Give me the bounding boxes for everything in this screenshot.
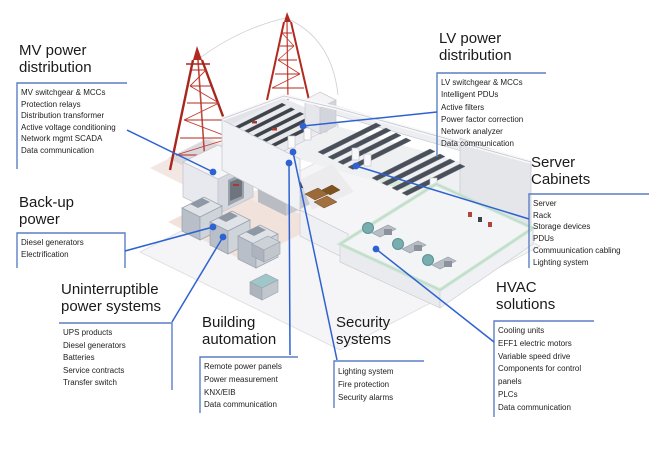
apron-cabinets — [249, 235, 281, 301]
callout-items-mv-power: MV switchgear & MCCs Protection relays D… — [21, 87, 127, 156]
list-item: Batteries — [63, 353, 95, 363]
connector-dot-security — [289, 148, 297, 156]
callout-items-ups: UPS products Diesel generators Batteries… — [63, 327, 171, 390]
callout-title-backup-power: Back-up power — [19, 194, 75, 228]
bracket-ups — [59, 322, 173, 390]
bracket-mv-power — [16, 82, 127, 169]
bracket-hvac — [493, 320, 594, 417]
callout-items-building-automation: Remote power panels Power measurement KN… — [204, 361, 300, 412]
callout-items-backup-power: Diesel generators Electrification — [21, 237, 125, 261]
connector-dot-mv — [209, 168, 217, 176]
list-item: Fire protection — [338, 380, 390, 390]
connector-dot-ups — [219, 233, 227, 241]
connector-line-building-automation — [288, 162, 291, 356]
callout-title-server-cabinets: Server Cabinets — [531, 154, 591, 188]
list-item: Commuunication cabling — [533, 245, 621, 255]
main-building — [221, 91, 532, 261]
list-item: LV switchgear & MCCs — [441, 78, 523, 87]
list-item: Data communication — [498, 402, 571, 412]
power-line — [196, 17, 287, 61]
callout-title-building-automation: Building automation — [202, 314, 277, 348]
list-item: Distribution transformer — [21, 111, 105, 120]
connector-line-hvac — [375, 248, 495, 343]
list-item: Data communication — [204, 400, 277, 410]
callout-brackets — [16, 72, 649, 417]
list-item: Lighting system — [338, 367, 394, 376]
connector-line-security — [292, 151, 338, 361]
list-item: Diesel generators — [63, 340, 126, 350]
connector-line-lv — [302, 111, 438, 127]
list-item: Rack — [533, 210, 552, 220]
connector-dot-server — [352, 162, 360, 170]
connector-line-ups — [171, 236, 224, 323]
list-item: Security alarms — [338, 393, 394, 403]
list-item: Network mgmt SCADA — [21, 134, 103, 143]
connector-dot-hvac — [372, 245, 380, 253]
list-item: KNX/EIB — [204, 387, 236, 397]
connector-dot-lv — [299, 122, 307, 130]
callout-items-security: Lighting system Fire protection Security… — [338, 365, 426, 405]
power-line — [285, 17, 339, 96]
list-item: Components for control panels — [498, 364, 582, 387]
list-item: UPS products — [63, 328, 113, 337]
connector-lines — [124, 111, 530, 361]
list-item: Active voltage conditioning — [21, 122, 116, 132]
callout-title-ups: Uninterruptible power systems — [61, 281, 162, 315]
list-item: Service contracts — [63, 365, 125, 375]
callout-items-hvac: Cooling units EFF1 electric motors Varia… — [498, 325, 594, 415]
list-item: Network analyzer — [441, 127, 503, 137]
list-item: Electrification — [21, 250, 69, 259]
bracket-security — [333, 360, 424, 408]
bracket-building-automation — [199, 356, 298, 413]
callout-title-hvac: HVAC solutions — [496, 279, 556, 313]
bracket-lv-power — [436, 72, 546, 157]
list-item: Protection relays — [21, 99, 81, 109]
list-item: PDUs — [533, 234, 554, 244]
callout-title-mv-power: MV power distribution — [19, 42, 92, 76]
list-item: Intelligent PDUs — [441, 90, 499, 100]
connector-line-mv — [126, 129, 214, 173]
callout-items-server-cabinets: Server Rack Storage devices PDUs Commuun… — [533, 198, 650, 268]
connector-dot-backup — [209, 223, 217, 231]
connector-dot-building-automation — [285, 159, 293, 167]
list-item: Active filters — [441, 102, 485, 112]
hvac-cooling-units — [362, 222, 457, 270]
callout-title-lv-power: LV power distribution — [439, 30, 512, 64]
list-item: PLCs — [498, 389, 518, 399]
transmission-tower-right-icon — [266, 12, 310, 105]
list-item: Diesel generators — [21, 238, 84, 247]
switchgear-rows — [232, 103, 322, 148]
connector-dots — [209, 122, 380, 253]
generator-units — [181, 196, 279, 269]
list-item: Server — [533, 199, 557, 208]
building-illustration — [138, 12, 542, 351]
connector-line-backup — [124, 226, 214, 252]
list-item: MV switchgear & MCCs — [21, 88, 106, 97]
list-item: Remote power panels — [204, 362, 282, 371]
list-item: Data communication — [21, 145, 94, 155]
callout-title-security: Security systems — [336, 314, 392, 348]
list-item: Lighting system — [533, 257, 589, 267]
list-item: Power measurement — [204, 374, 278, 384]
list-item: Storage devices — [533, 222, 591, 232]
list-item: Variable speed drive — [498, 351, 571, 361]
hvac-room — [336, 182, 537, 309]
callout-items-lv-power: LV switchgear & MCCs Intelligent PDUs Ac… — [441, 77, 551, 151]
bracket-server-cabinets — [528, 193, 649, 268]
list-item: Data communication — [441, 139, 514, 149]
list-item: Cooling units — [498, 326, 545, 335]
connector-line-server — [355, 165, 530, 220]
battery-cabinets — [304, 184, 341, 209]
list-item: Power factor correction — [441, 114, 524, 124]
list-item: EFF1 electric motors — [498, 338, 572, 348]
list-item: Transfer switch — [63, 378, 117, 388]
